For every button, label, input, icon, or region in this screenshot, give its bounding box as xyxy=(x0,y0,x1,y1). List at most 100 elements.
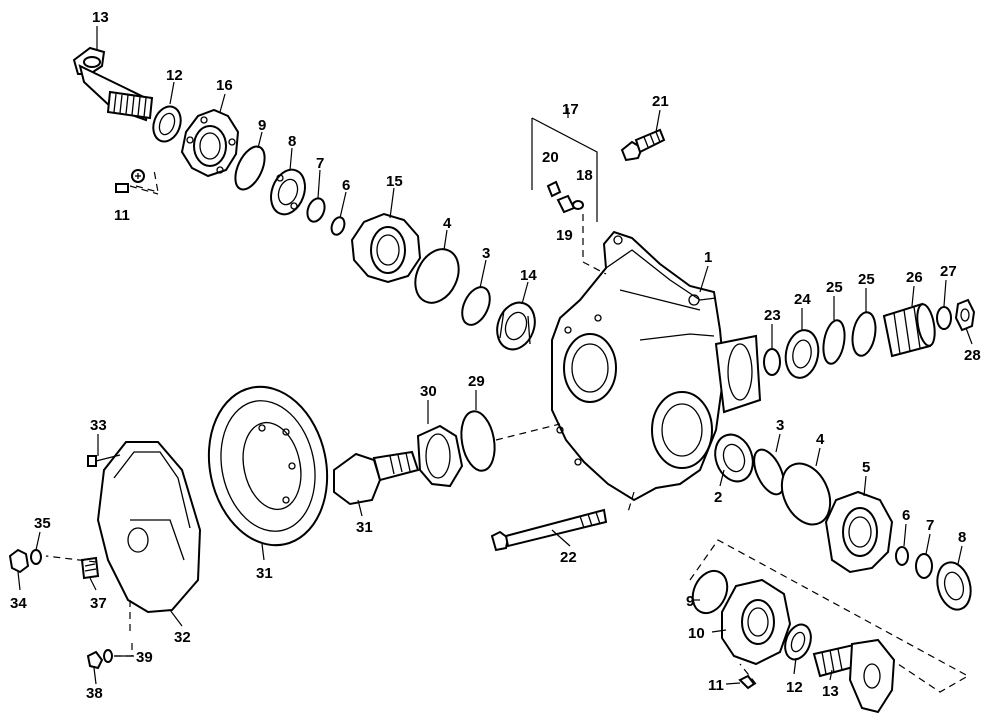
part-29-shim xyxy=(460,410,496,472)
callout-12: 12 xyxy=(166,67,183,84)
part-22-long-bolt xyxy=(490,508,608,552)
callout-25: 25 xyxy=(826,279,843,296)
part-31-ring-gear xyxy=(207,385,329,547)
callout-35: 35 xyxy=(34,515,51,532)
callout-4: 4 xyxy=(443,215,452,232)
part-9-o-ring-upper xyxy=(234,145,266,191)
part-10-bearing-cover-lower xyxy=(721,578,792,666)
part-26-sleeve xyxy=(882,302,936,358)
callout-2: 2 xyxy=(714,489,722,506)
callout-10: 10 xyxy=(688,625,705,642)
part-2-seal-lower xyxy=(714,433,754,483)
part-4-o-ring-lower xyxy=(780,462,832,526)
part-25-ring-b xyxy=(851,311,877,357)
callout-28: 28 xyxy=(964,347,981,364)
part-13-flange-yoke-lower xyxy=(812,638,896,714)
callout-leaders xyxy=(17,26,973,685)
callout-25: 25 xyxy=(858,271,875,288)
part-23-ring xyxy=(763,348,781,376)
part-7-ring-lower xyxy=(915,553,933,579)
part-9-o-ring-lower xyxy=(691,569,729,615)
callout-23: 23 xyxy=(764,307,781,324)
callout-22: 22 xyxy=(560,549,577,566)
callout-27: 27 xyxy=(940,263,957,280)
part-28-nut xyxy=(954,298,976,332)
part-11-screw-upper xyxy=(115,169,145,193)
callout-9: 9 xyxy=(258,117,266,134)
callout-8: 8 xyxy=(958,529,966,546)
part-35-seal-ring xyxy=(30,549,42,565)
part-6-snap-ring-lower xyxy=(895,546,909,566)
part-13-flange-yoke-upper xyxy=(72,46,154,122)
callout-9: 9 xyxy=(686,593,694,610)
callout-38: 38 xyxy=(86,685,103,702)
part-4-o-ring-upper xyxy=(414,248,460,304)
callout-37: 37 xyxy=(90,595,107,612)
dashed-assembly-lines xyxy=(45,169,970,693)
callout-26: 26 xyxy=(906,269,923,286)
callout-18: 18 xyxy=(576,167,593,184)
part-8-bearing-lower xyxy=(936,561,972,611)
callout-19: 19 xyxy=(556,227,573,244)
callout-12: 12 xyxy=(786,679,803,696)
callout-labels: 13 12 16 9 8 7 6 15 4 3 14 11 17 20 18 1… xyxy=(10,9,981,702)
callout-15: 15 xyxy=(386,173,403,190)
callout-6: 6 xyxy=(902,507,910,524)
part-1-axle-housing xyxy=(551,230,762,502)
part-11-screw-lower xyxy=(738,674,756,690)
part-39-seal-ring xyxy=(103,649,113,663)
part-12-seal-lower xyxy=(784,623,812,661)
part-8-bearing-upper xyxy=(270,168,306,216)
part-34-plug xyxy=(8,548,30,574)
callout-6: 6 xyxy=(342,177,350,194)
part-5-adjusting-ring-lower xyxy=(824,490,894,574)
part-6-snap-ring-upper xyxy=(330,216,346,236)
part-25-ring-a xyxy=(822,319,846,365)
callout-13: 13 xyxy=(822,683,839,700)
callout-21: 21 xyxy=(652,93,669,110)
part-24-bearing xyxy=(784,329,820,379)
part-21-screw xyxy=(620,128,666,162)
callout-39: 39 xyxy=(136,649,153,666)
callout-8: 8 xyxy=(288,133,296,150)
part-16-bearing-cover xyxy=(180,108,240,178)
part-12-seal-upper xyxy=(152,105,182,143)
part-31-pinion xyxy=(333,450,420,506)
part-27-washer xyxy=(936,306,952,330)
callout-3: 3 xyxy=(776,417,784,434)
callout-20: 20 xyxy=(542,149,559,166)
callout-13: 13 xyxy=(92,9,109,26)
callout-7: 7 xyxy=(316,155,324,172)
callout-5: 5 xyxy=(862,459,870,476)
callout-11: 11 xyxy=(708,677,724,694)
callout-34: 34 xyxy=(10,595,27,612)
callout-14: 14 xyxy=(520,267,537,284)
part-30-bearing xyxy=(416,424,464,488)
callout-30: 30 xyxy=(420,383,437,400)
part-7-ring-upper xyxy=(306,197,326,223)
part-3-ring-lower xyxy=(753,448,785,496)
part-32-differential-cover xyxy=(96,441,202,614)
callout-1: 1 xyxy=(704,249,712,266)
part-20-breather xyxy=(546,180,562,198)
callout-17: 17 xyxy=(562,101,579,118)
callout-3: 3 xyxy=(482,245,490,262)
callout-31: 31 xyxy=(256,565,273,582)
callout-29: 29 xyxy=(468,373,485,390)
callout-16: 16 xyxy=(216,77,233,94)
part-19-valve xyxy=(556,194,576,214)
part-37-label-plate xyxy=(80,556,100,580)
part-15-adjusting-ring xyxy=(350,212,422,284)
callout-24: 24 xyxy=(794,291,811,308)
callout-31: 31 xyxy=(356,519,373,536)
callout-7: 7 xyxy=(926,517,934,534)
part-38-plug xyxy=(86,650,104,670)
part-18-seal-ring xyxy=(572,200,584,210)
part-14-bearing-cone xyxy=(496,301,536,351)
callout-11: 11 xyxy=(114,207,130,224)
callout-32: 32 xyxy=(174,629,191,646)
part-33-screw xyxy=(87,454,121,467)
part-3-ring-upper xyxy=(461,286,491,326)
